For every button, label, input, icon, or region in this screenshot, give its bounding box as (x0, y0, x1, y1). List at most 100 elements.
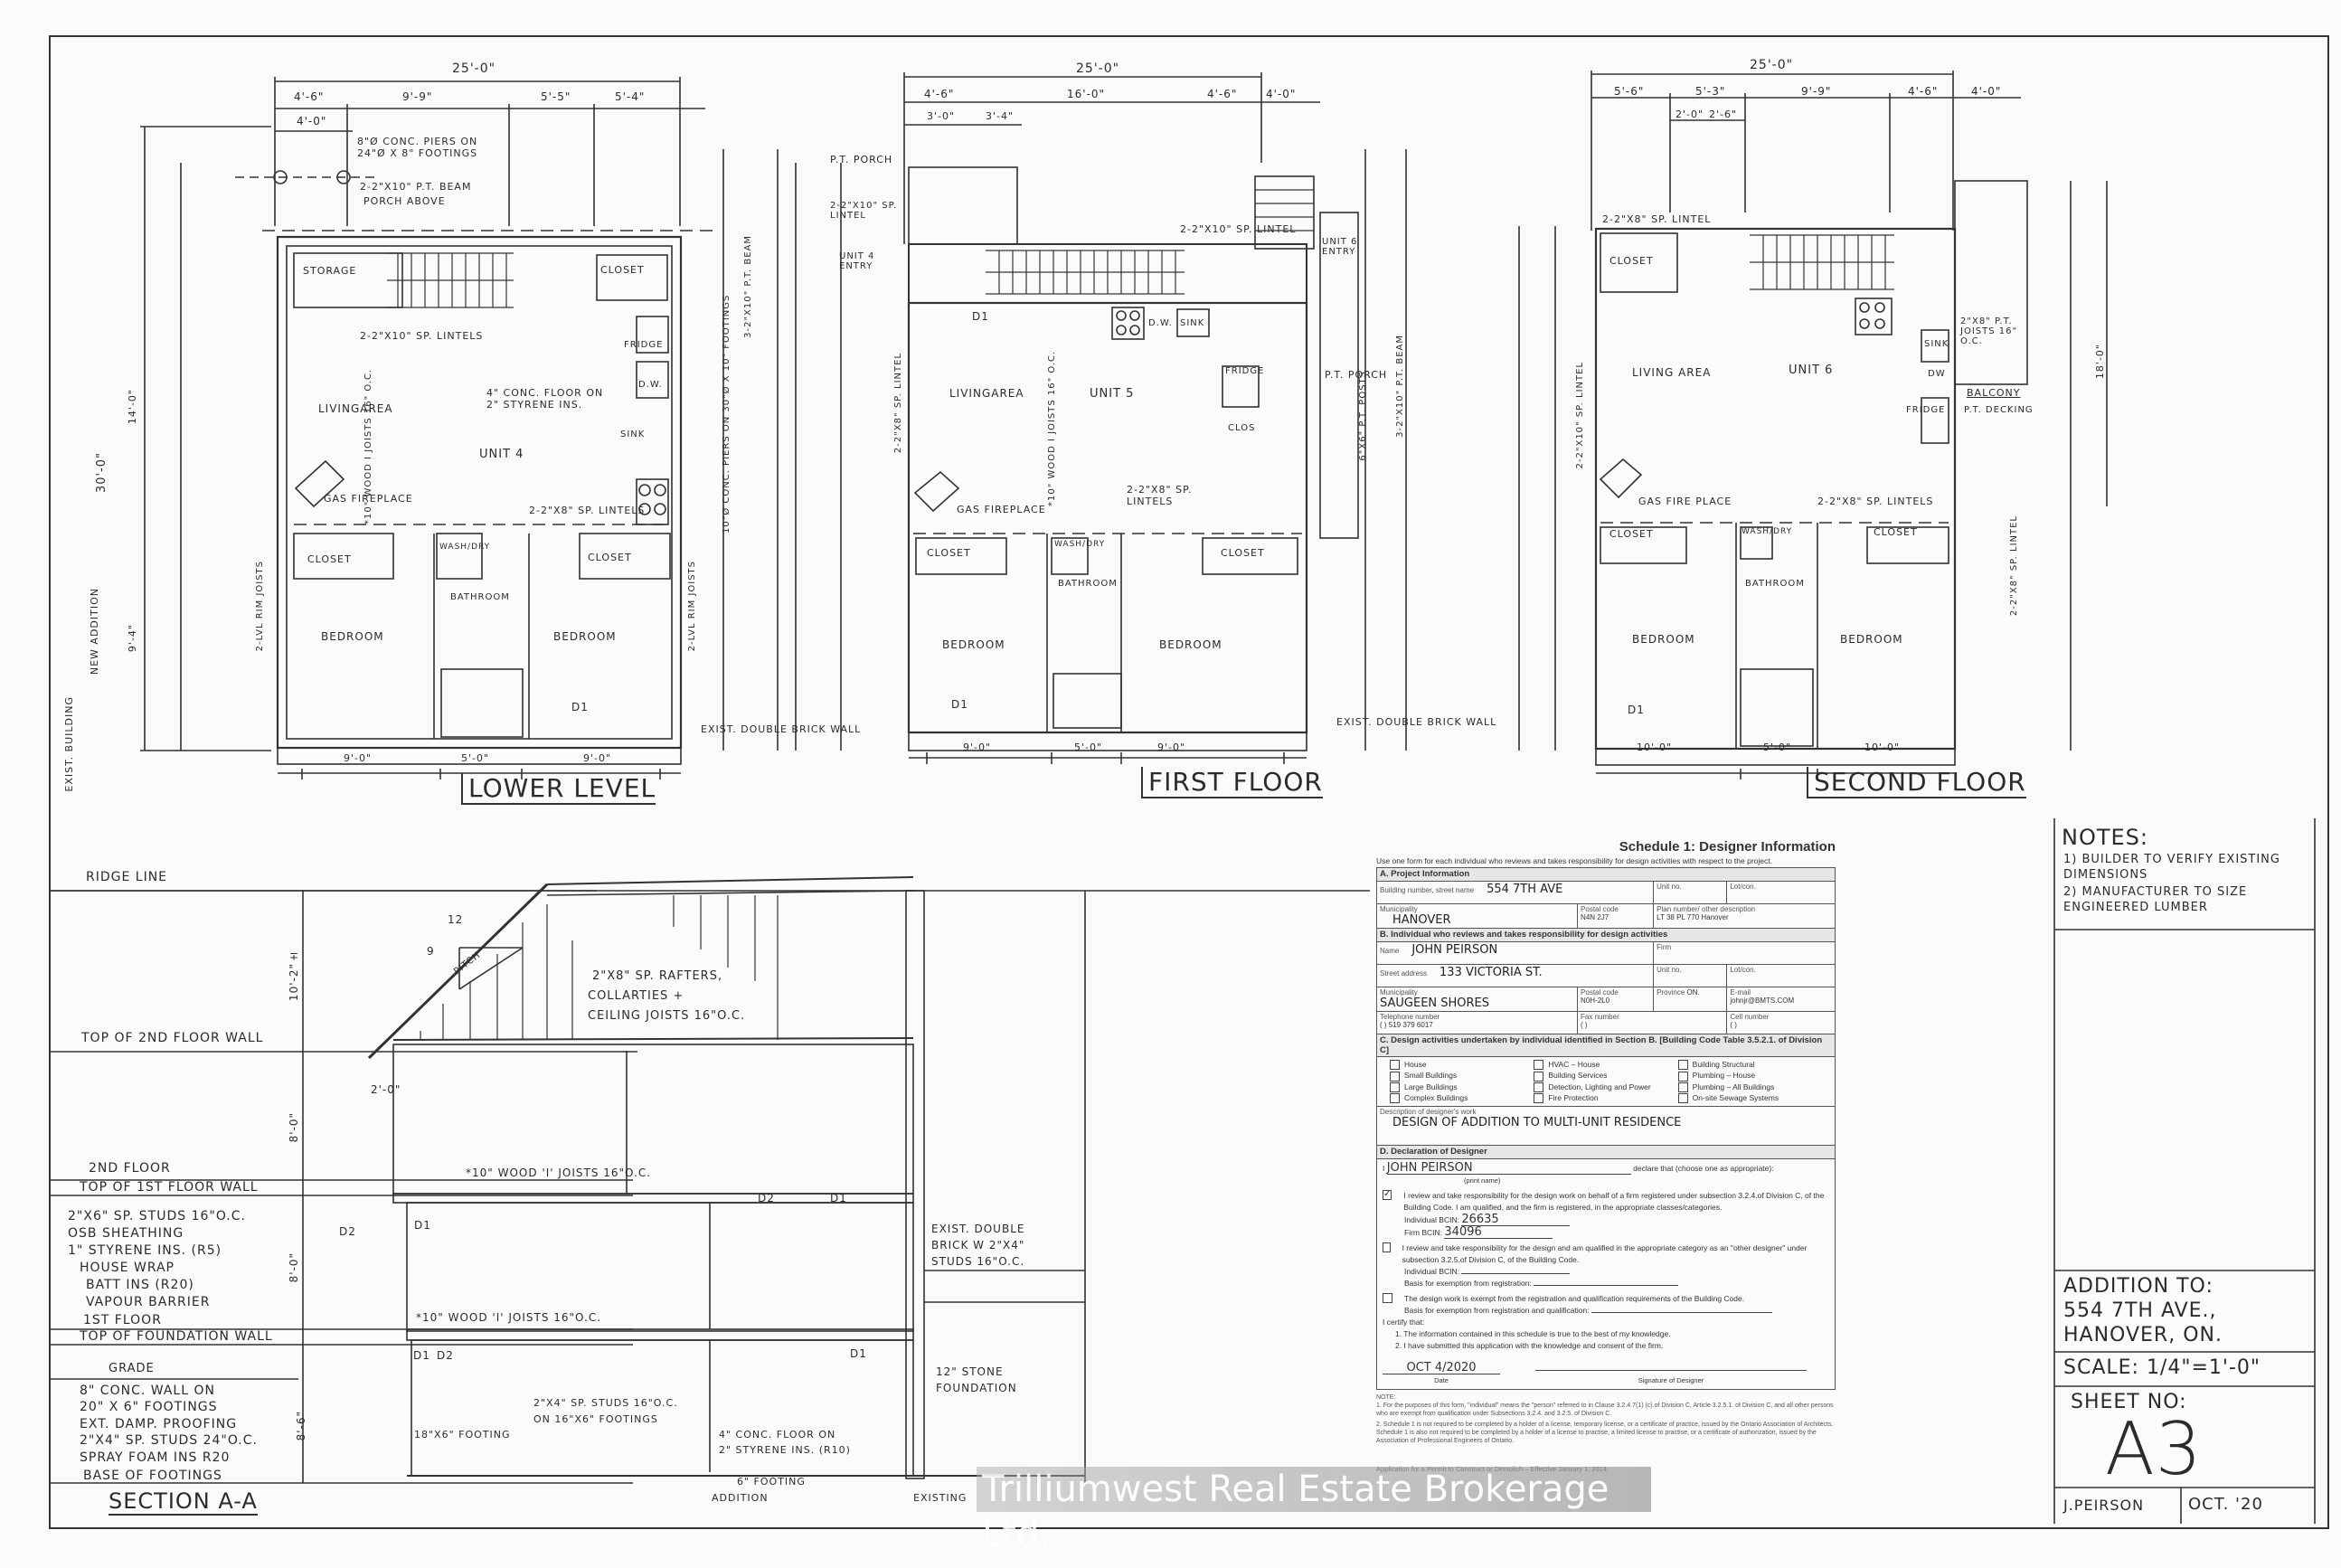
section-dim-ridge: 10'-2"± (288, 949, 300, 1002)
option1-checkbox[interactable] (1383, 1190, 1392, 1200)
first-pt-porch-right: P.T. PORCH (1325, 369, 1388, 381)
activity-plumbing-all[interactable]: Plumbing – All Buildings (1677, 1082, 1822, 1092)
second-living-area: LIVING AREA (1632, 366, 1712, 379)
lower-dw: D.W. (638, 380, 663, 390)
activity-label: HVAC – House (1548, 1060, 1600, 1069)
section-b-heading: B. Individual who reviews and takes resp… (1376, 928, 1836, 942)
second-joists-note: 2"X8" P.T. JOISTS 16" O.C. (1960, 316, 2018, 346)
checkbox-icon[interactable] (1677, 1093, 1688, 1103)
signature-line (1535, 1355, 1807, 1371)
second-dw: DW (1928, 369, 1946, 379)
signature-label: Signature of Designer (1638, 1376, 1704, 1384)
schedule-1-form: Schedule 1: Designer Information Use one… (1375, 839, 1836, 1473)
activity-large-buildings[interactable]: Large Buildings (1390, 1082, 1534, 1092)
section-d1-top: D1 (830, 1192, 847, 1204)
activity-plumbing-house[interactable]: Plumbing – House (1677, 1071, 1822, 1082)
individual-bcin-label-2: Individual BCIN: (1404, 1267, 1459, 1276)
first-bedroom-left: BEDROOM (942, 638, 1005, 651)
section-dim-2nd: 8'-0" (288, 1112, 300, 1143)
second-balcony: BALCONY (1967, 387, 2021, 399)
first-sink: SINK (1180, 318, 1205, 328)
b-lot-field: Lot/con. (1726, 964, 1836, 987)
option3-checkbox[interactable] (1383, 1293, 1392, 1303)
activity-hvac[interactable]: HVAC – House (1534, 1060, 1677, 1071)
activity-building-services[interactable]: Building Services (1534, 1071, 1677, 1082)
activities-grid: House HVAC – House Building Structural S… (1377, 1057, 1835, 1106)
checkbox-icon[interactable] (1390, 1082, 1400, 1092)
municipality-value: HANOVER (1392, 913, 1451, 927)
checkbox-icon[interactable] (1677, 1060, 1688, 1071)
option3-text: The design work is exempt from the regis… (1404, 1294, 1745, 1303)
firm-bcin-value: 34096 (1444, 1226, 1553, 1239)
activity-fire-protection[interactable]: Fire Protection (1534, 1093, 1677, 1103)
section-base-footings: BASE OF FOOTINGS (83, 1469, 222, 1483)
activity-label: Building Structural (1692, 1060, 1755, 1069)
activity-sewage[interactable]: On-site Sewage Systems (1677, 1093, 1822, 1103)
section-d2-top-a: D2 (758, 1192, 775, 1204)
firm-label: Firm (1657, 943, 1672, 951)
section-2nd-floor: 2ND FLOOR (89, 1161, 171, 1176)
lower-bottom-dim-2: 5'-0" (461, 752, 490, 764)
checkbox-icon[interactable] (1534, 1082, 1544, 1092)
lower-unit-label: UNIT 4 (479, 448, 524, 461)
email-label: E-mail (1730, 988, 1751, 997)
certify-heading: I certify that: (1383, 1318, 1425, 1327)
section-dim-1st: 8'-0" (288, 1252, 300, 1283)
notes-heading: NOTES: (2062, 825, 2148, 850)
certify-item-2: 2. I have submitted this application wit… (1395, 1341, 1664, 1350)
first-dw: D.W. (1148, 318, 1173, 328)
activity-label: Detection, Lighting and Power (1548, 1082, 1651, 1091)
checkbox-icon[interactable] (1390, 1071, 1400, 1082)
lower-top-dim-2: 9'-9" (402, 90, 433, 103)
schedule-table: A. Project Information Building number, … (1375, 867, 1836, 1390)
first-unit6-entry: UNIT 6 ENTRY (1322, 237, 1358, 257)
activity-structural[interactable]: Building Structural (1677, 1060, 1822, 1071)
checkbox-icon[interactable] (1534, 1071, 1544, 1082)
activity-house[interactable]: House (1390, 1060, 1534, 1071)
section-found-spec-3: EXT. DAMP. PROOFING (80, 1417, 238, 1431)
checkbox-icon[interactable] (1534, 1060, 1544, 1071)
section-existing: EXISTING (913, 1492, 968, 1504)
activity-complex-buildings[interactable]: Complex Buildings (1390, 1093, 1534, 1103)
activity-detection[interactable]: Detection, Lighting and Power (1534, 1082, 1677, 1092)
checkbox-icon[interactable] (1677, 1082, 1688, 1092)
section-c-heading: C. Design activities undertaken by indiv… (1376, 1034, 1836, 1057)
option2-checkbox[interactable] (1383, 1242, 1391, 1252)
section-exist-brick-1: EXIST. DOUBLE (931, 1223, 1025, 1235)
second-top-dim-4: 4'-6" (1908, 85, 1939, 98)
section-stone-1: 12" STONE (936, 1365, 1004, 1378)
checkbox-icon[interactable] (1534, 1093, 1544, 1103)
section-wall-spec-5: BATT INS (R20) (86, 1278, 194, 1292)
checkbox-icon[interactable] (1677, 1071, 1688, 1082)
second-right-dim-18: 18'-0" (2094, 344, 2106, 380)
side-label-exist-building: EXIST. BUILDING (63, 696, 75, 792)
first-top-dim-4: 4'-0" (1266, 88, 1297, 100)
pitch-rise: 9 (427, 945, 435, 958)
postal-value: N4N 2J7 (1581, 913, 1609, 921)
lower-rim-joists-left: 2-LVL RIM JOISTS (255, 561, 265, 652)
checkbox-icon[interactable] (1390, 1060, 1400, 1071)
note-item-2: 2) MANUFACTURER TO SIZE ENGINEERED LUMBE… (2063, 885, 2248, 914)
lower-lintel2-note: 2-2"X8" SP. LINTELS (529, 505, 646, 516)
firm-bcin-label: Firm BCIN: (1404, 1228, 1443, 1237)
lower-left-dim-9-4: 9'-4" (127, 624, 138, 653)
section-conc-floor-1: 4" CONC. FLOOR ON (719, 1429, 836, 1440)
activity-small-buildings[interactable]: Small Buildings (1390, 1071, 1534, 1082)
second-bedroom-right: BEDROOM (1840, 633, 1903, 646)
first-top-dim-1: 4'-6" (924, 88, 955, 100)
first-bedroom-right: BEDROOM (1159, 638, 1222, 651)
first-d1: D1 (972, 310, 989, 323)
section-exist-brick-2: BRICK W 2"X4" (931, 1239, 1025, 1252)
checkbox-icon[interactable] (1390, 1093, 1400, 1103)
second-top-dim-2: 5'-3" (1695, 85, 1726, 98)
title-block-frame (2053, 818, 2316, 1524)
b-postal-value: N0H-2L0 (1581, 997, 1610, 1005)
lower-top-dim-4: 5'-4" (615, 90, 646, 103)
drawing-date: OCT. '20 (2188, 1495, 2263, 1514)
project-line-2: 554 7TH AVE., (2063, 1299, 2217, 1322)
second-top-dim-1: 5'-6" (1614, 85, 1645, 98)
